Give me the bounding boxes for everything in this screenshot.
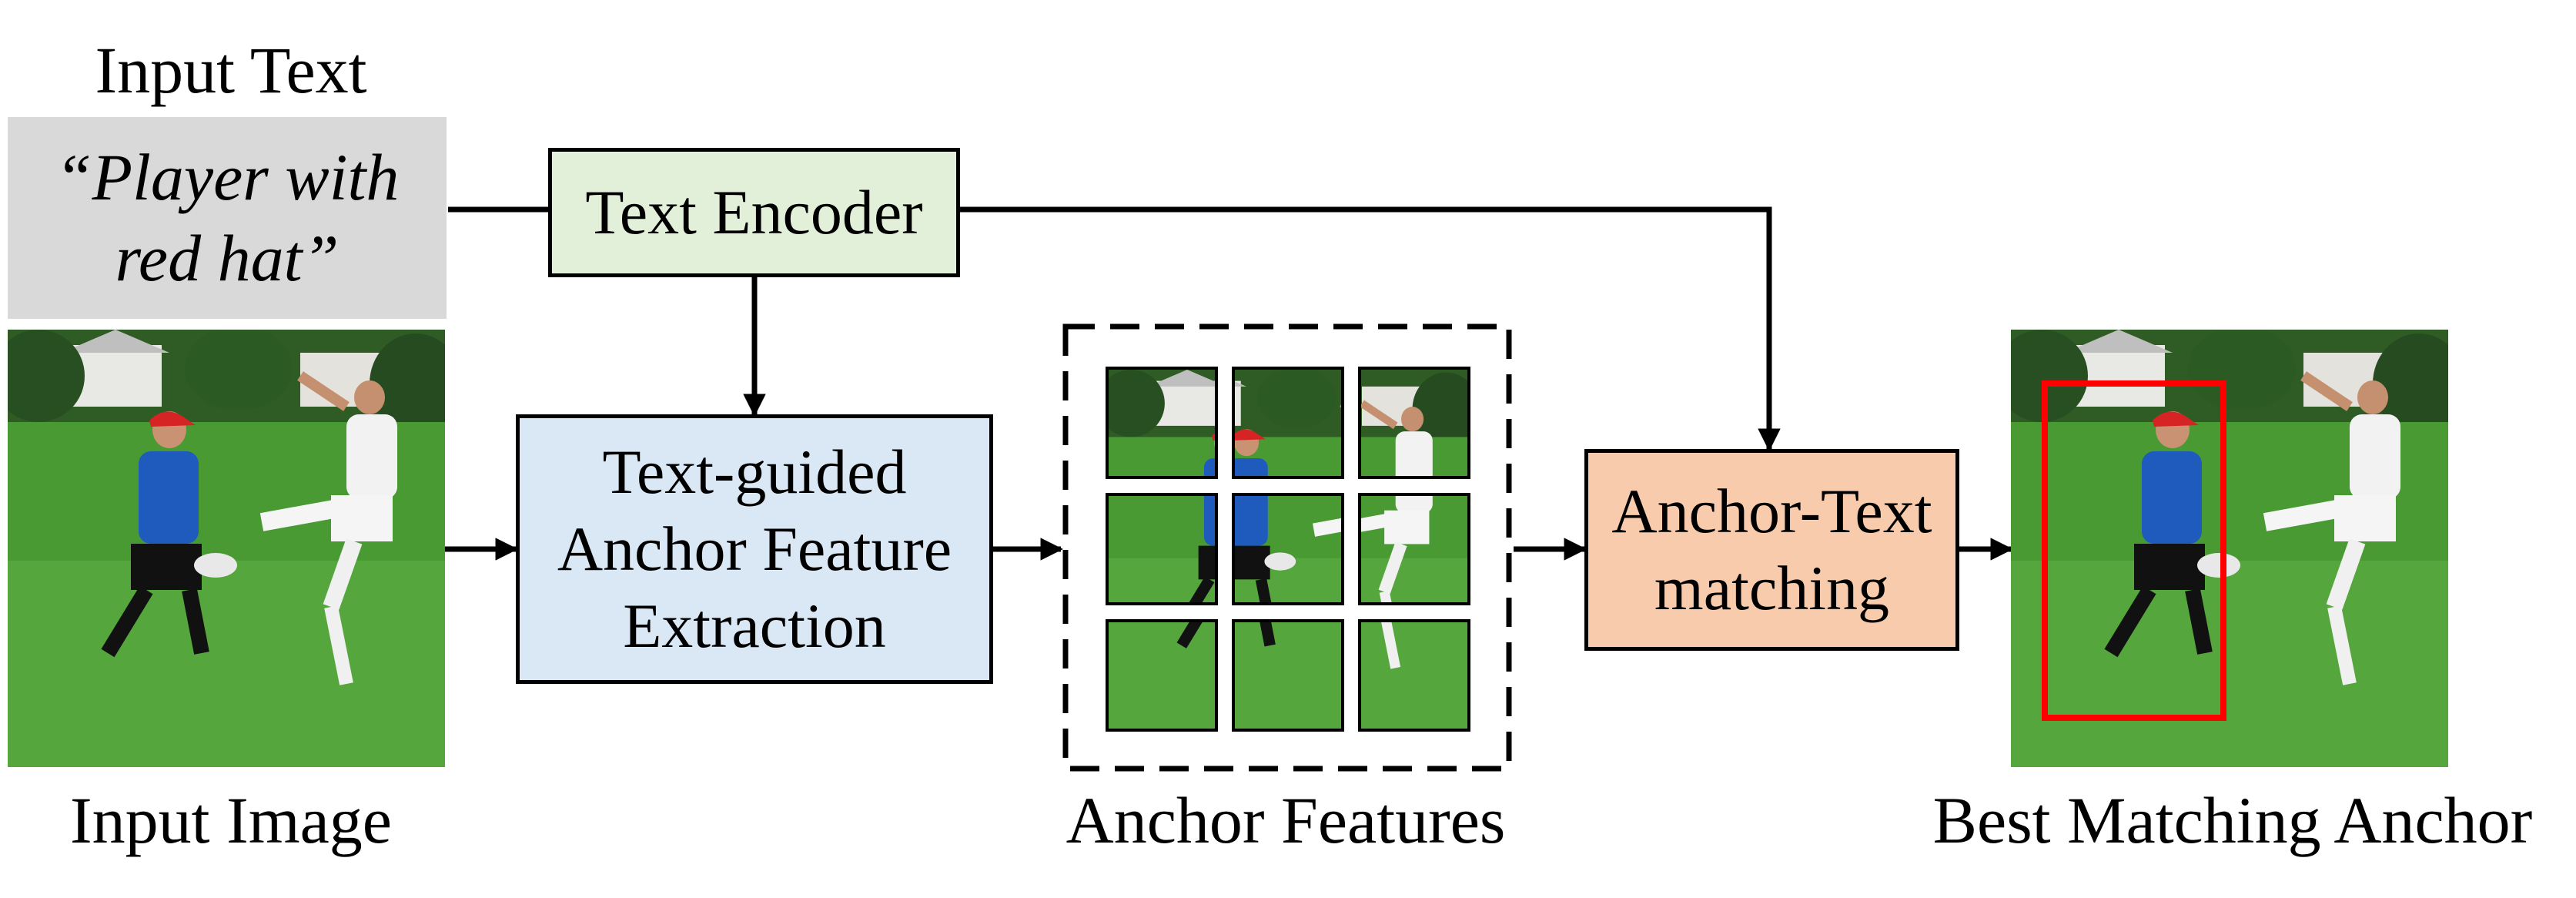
best-anchor-highlight [2042, 380, 2226, 721]
anchor-tile [1106, 493, 1218, 605]
anchor-tile [1358, 619, 1470, 732]
best-matching-image [2011, 330, 2448, 767]
query-line-2: red hat” [115, 221, 340, 295]
best-matching-anchor-label: Best Matching Anchor [1932, 783, 2533, 857]
anchor-features-label: Anchor Features [1066, 783, 1506, 857]
query-text-box: “Player with red hat” [8, 117, 447, 319]
anchor-tile [1106, 619, 1218, 732]
input-image [8, 330, 445, 767]
text-encoder-label: Text Encoder [585, 176, 923, 247]
matching-line-1: Anchor-Text [1611, 475, 1932, 546]
extraction-line-3: Extraction [623, 591, 886, 662]
anchor-tile [1232, 619, 1344, 732]
anchor-tile [1358, 493, 1470, 605]
matching-line-2: matching [1654, 553, 1890, 623]
input-image-label: Input Image [70, 783, 392, 857]
encoder-to-matching-arrow [960, 206, 1781, 451]
anchor-tile [1232, 493, 1344, 605]
input-text-label: Input Text [95, 33, 367, 107]
extraction-box: Text-guided Anchor Feature Extraction [516, 414, 993, 684]
text-encoder-box: Text Encoder [548, 148, 960, 277]
extraction-line-1: Text-guided [602, 436, 907, 507]
anchor-tile [1358, 367, 1470, 479]
anchor-tile [1232, 367, 1344, 479]
query-line-1: “Player with [55, 140, 400, 215]
matching-box: Anchor-Text matching [1584, 449, 1959, 651]
anchor-tile [1106, 367, 1218, 479]
extraction-line-2: Anchor Feature [557, 513, 952, 584]
